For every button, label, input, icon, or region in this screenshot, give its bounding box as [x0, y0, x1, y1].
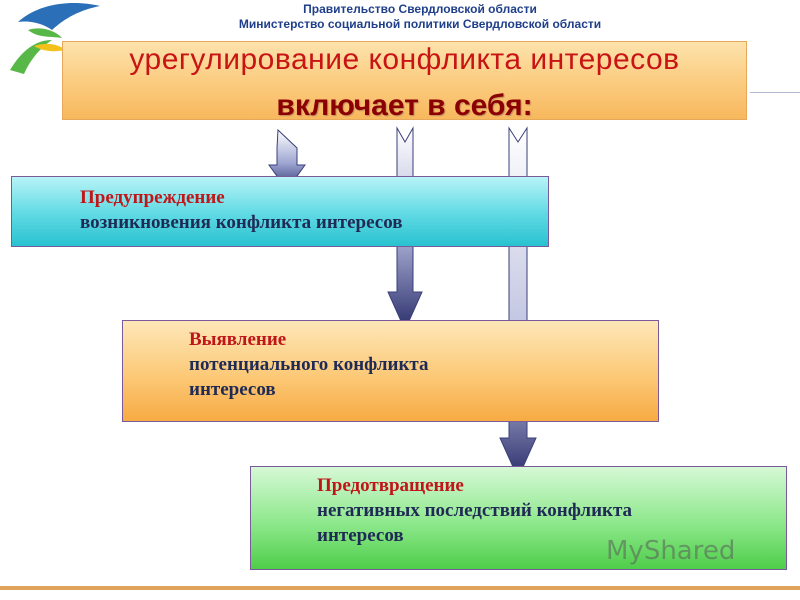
title-line-1: урегулирование конфликта интересов [129, 43, 680, 76]
box-detection-text-2: интересов [189, 379, 276, 400]
box-detection: Выявление потенциального конфликта интер… [122, 320, 659, 422]
box-prevention-text: возникновения конфликта интересов [80, 212, 403, 233]
header-ministry: Министерство социальной политики Свердло… [238, 17, 602, 31]
box-avoidance-heading: Предотвращение [317, 475, 464, 496]
box-avoidance-text-1: негативных последствий конфликта [317, 500, 633, 521]
box-avoidance-text-2: интересов [317, 525, 404, 546]
title-line-2: включает в себя: [276, 89, 533, 122]
divider-line [750, 92, 800, 93]
watermark-logo: MyShared [606, 536, 736, 566]
box-prevention: Предупреждение возникновения конфликта и… [11, 176, 549, 247]
bottom-divider [0, 586, 800, 590]
title-banner [62, 41, 747, 120]
box-detection-heading: Выявление [189, 329, 287, 350]
box-detection-text-1: потенциального конфликта [189, 354, 429, 375]
box-avoidance: Предотвращение негативных последствий ко… [250, 466, 787, 570]
bird-logo-icon [10, 3, 100, 74]
box-prevention-heading: Предупреждение [80, 187, 225, 208]
header-government: Правительство Свердловской области [303, 2, 537, 16]
